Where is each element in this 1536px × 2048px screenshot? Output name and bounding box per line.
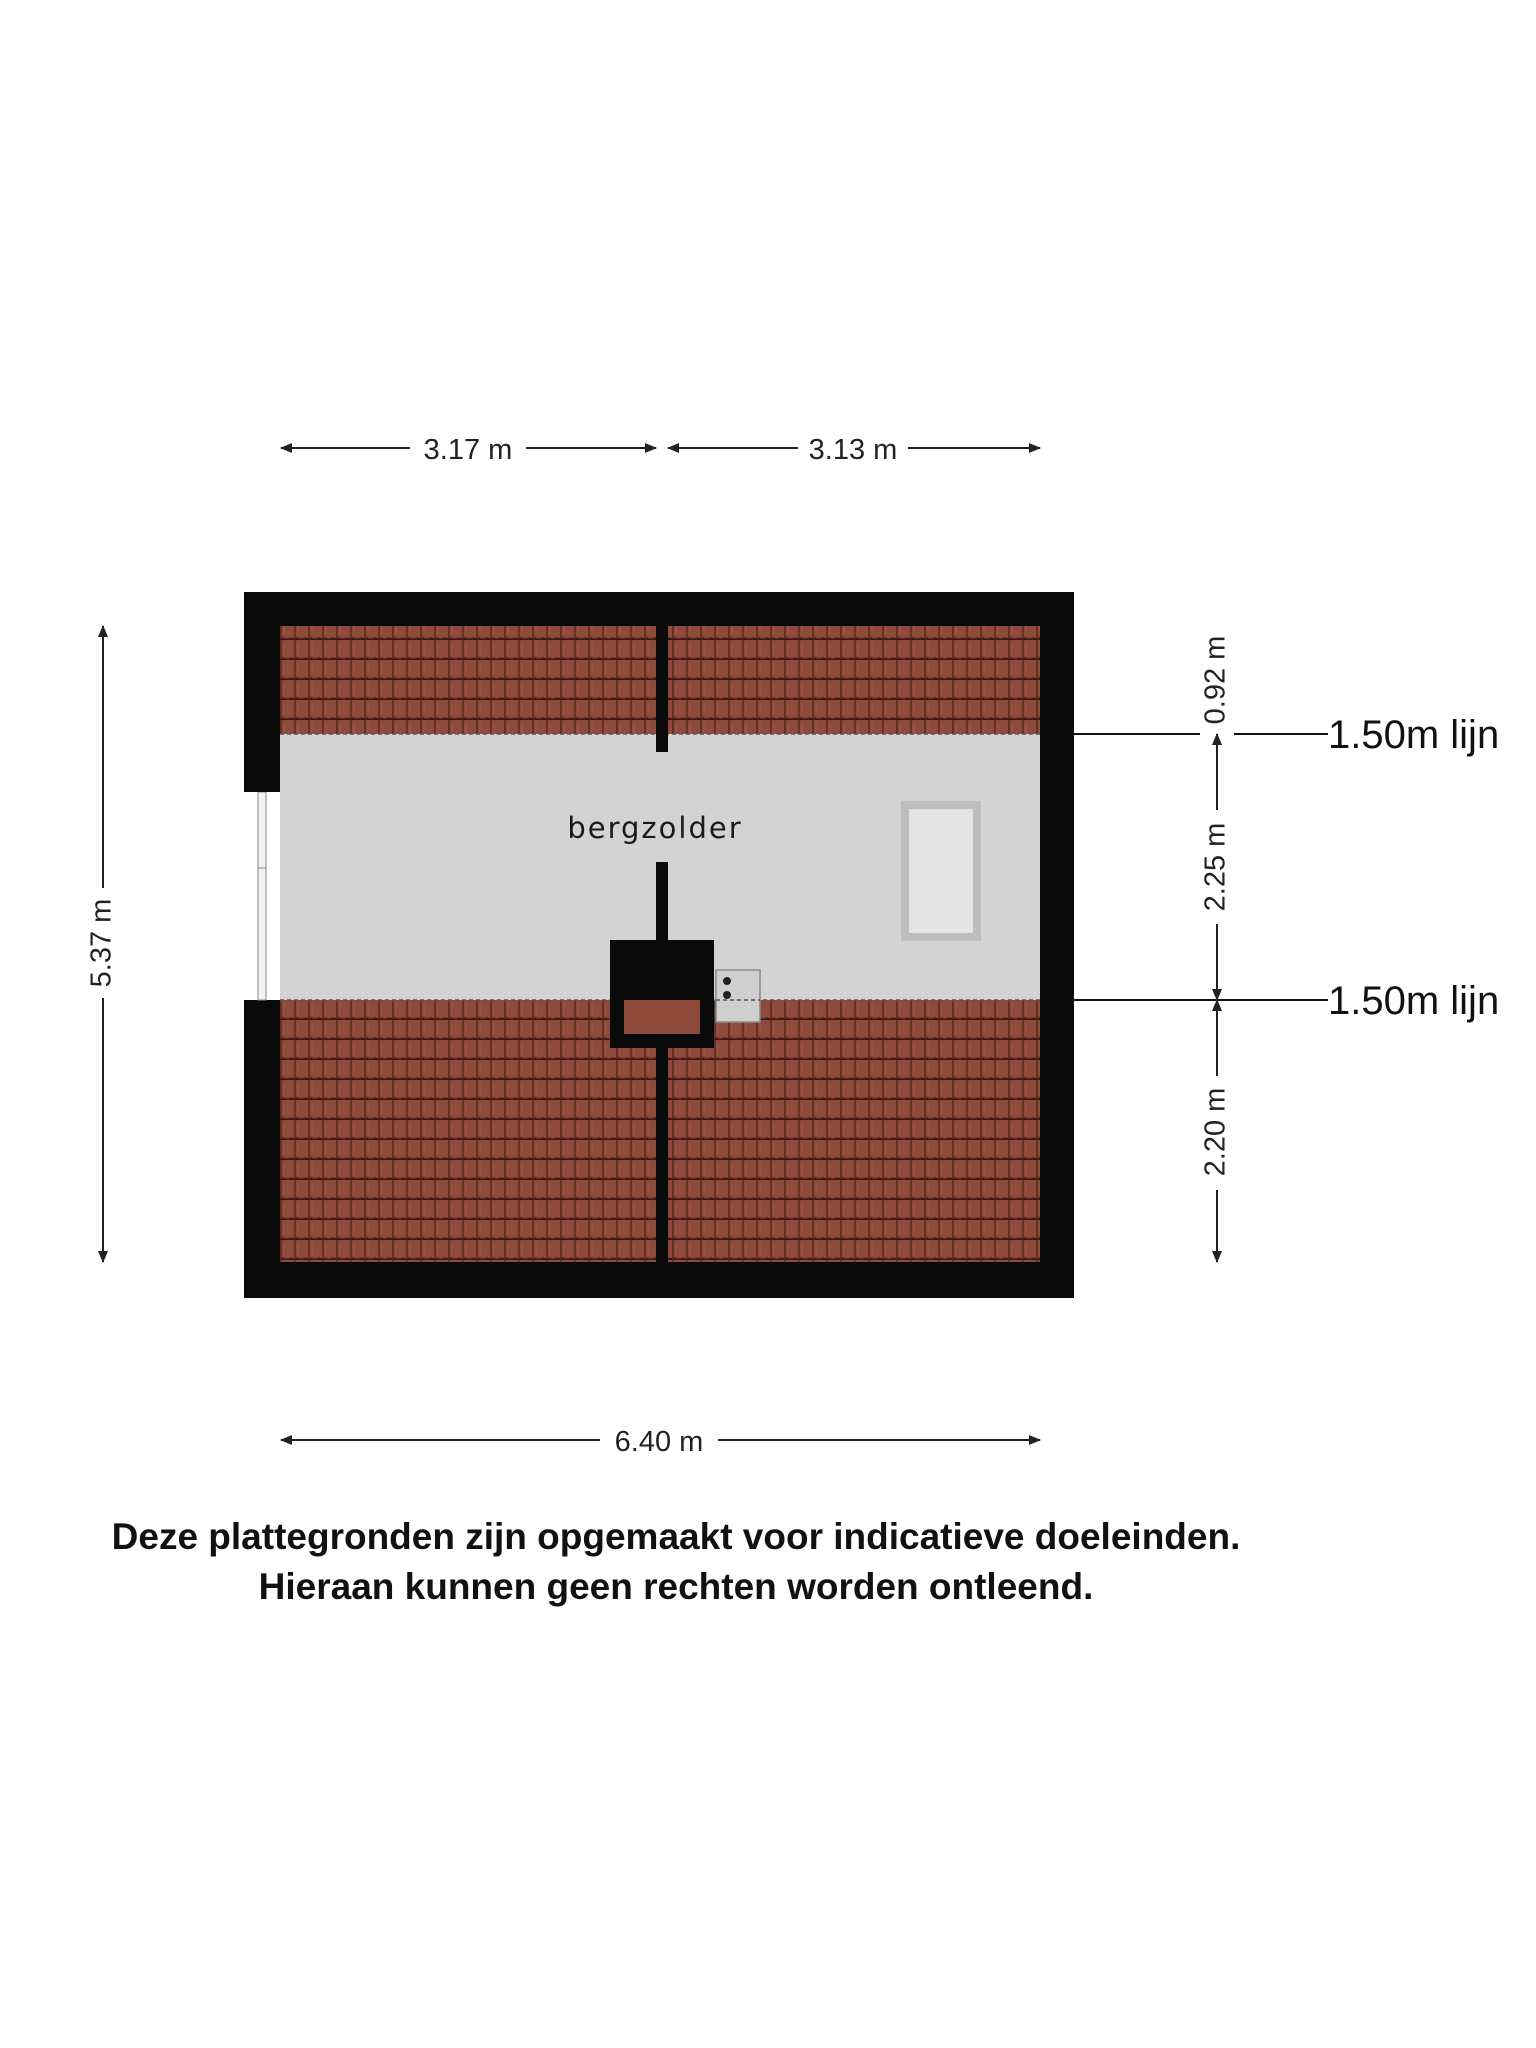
disclaimer-line-1: Deze plattegronden zijn opgemaakt voor i… (111, 1516, 1241, 1557)
height-line-upper-label: 1.50m lijn (1328, 713, 1499, 757)
dim-bottom-width: 6.40 m (615, 1426, 704, 1458)
boiler-icon (715, 969, 761, 1023)
chimney-opening (624, 1000, 700, 1034)
center-wall-middle (656, 862, 668, 942)
height-line-lower-label: 1.50m lijn (1328, 979, 1499, 1023)
dim-right-top: 0.92 m (1200, 636, 1232, 725)
center-wall-top (656, 626, 668, 752)
dim-left-height: 5.37 m (86, 899, 118, 988)
center-wall-bottom (656, 1040, 668, 1262)
roof-upper-left (280, 626, 656, 734)
disclaimer-line-2: Hieraan kunnen geen rechten worden ontle… (258, 1566, 1094, 1607)
dim-top-left: 3.17 m (424, 434, 513, 466)
dim-right-middle: 2.25 m (1200, 823, 1232, 912)
disclaimer: Deze plattegronden zijn opgemaakt voor i… (0, 1512, 1352, 1612)
roof-upper-right (668, 626, 1040, 734)
dim-right-bottom: 2.20 m (1200, 1088, 1232, 1177)
roof-lower-left (280, 1000, 656, 1262)
room-label: bergzolder (567, 811, 742, 845)
dim-top-right: 3.13 m (809, 434, 898, 466)
roof-lower-right (668, 1000, 1040, 1262)
